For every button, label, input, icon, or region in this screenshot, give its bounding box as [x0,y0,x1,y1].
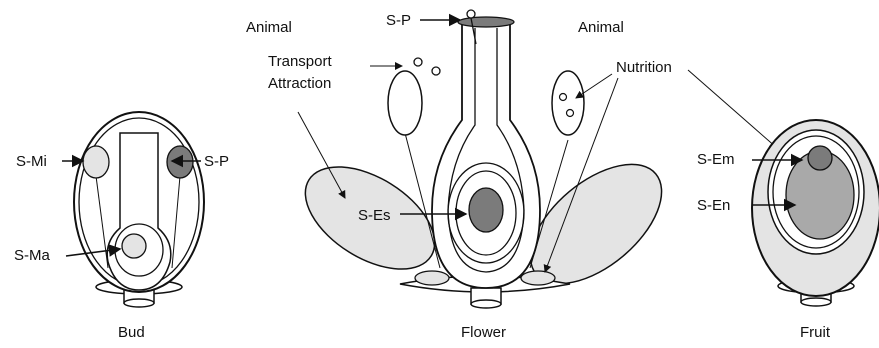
bud-megaspore [122,234,146,258]
flower-left-anther [388,71,422,135]
bud-smi-label: S-Mi [16,153,47,170]
fruit-sem-label: S-Em [697,151,735,168]
fruit-sen-label: S-En [697,197,730,214]
bud-structure [74,112,204,307]
flower-ses-label: S-Es [358,207,391,224]
bud-pollen-anther [167,146,193,178]
flower-right-anther-pollen-2 [567,110,574,117]
flower-structure [288,10,683,308]
bud-sp-label: S-P [204,153,229,170]
flower-stigma-pollen [467,10,475,18]
flower-right-anther [552,71,584,135]
bud-caption: Bud [118,324,145,341]
bud-sma-label: S-Ma [14,247,50,264]
fruit-caption: Fruit [800,324,831,341]
nutrition-label: Nutrition [616,59,672,76]
fruit-embryo [808,146,832,170]
flower-sp-label: S-P [386,12,411,29]
nutrition-fruit-arrow [688,70,777,148]
fruit-stalk-bottom [801,298,831,306]
flower-stalk-bottom [471,300,501,308]
flower-stigma [458,17,514,27]
flower-right-nectary [521,271,555,285]
fruit-structure [752,120,879,306]
animal-left-label: Animal [246,19,292,36]
transport-label: Transport [268,53,332,70]
flower-left-nectary [415,271,449,285]
flower-right-anther-pollen-1 [560,94,567,101]
flower-caption: Flower [461,324,506,341]
bud-microspore-anther [83,146,109,178]
animal-right-label: Animal [578,19,624,36]
flower-floating-pollen-1 [414,58,422,66]
flower-floating-pollen-2 [432,67,440,75]
flower-embryo-sac [469,188,503,232]
bud-stalk-bottom [124,299,154,307]
attraction-label: Attraction [268,75,331,92]
